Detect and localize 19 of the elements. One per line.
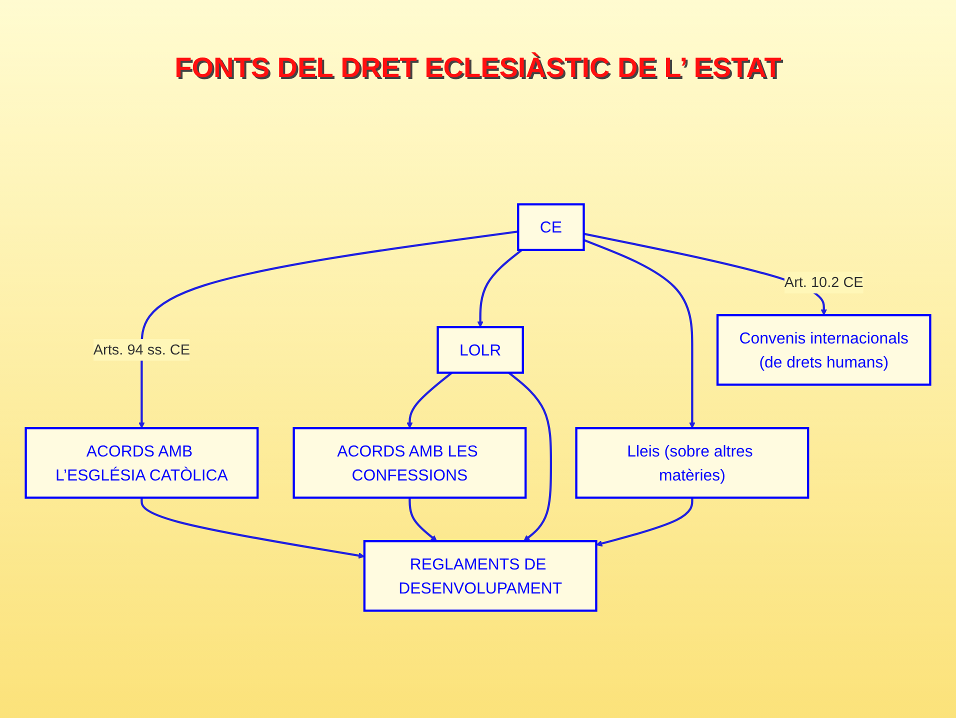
title: FONTS DEL DRET ECLESIÀSTIC DE L’ ESTAT [174, 52, 782, 83]
node-box: Lleis (sobre altres matèries) [575, 427, 810, 499]
node-box: REGLAMENTS DE DESENVOLUPAMENT [363, 540, 598, 612]
arrow [583, 239, 696, 428]
edge-label: Art. 10.2 CE [784, 274, 864, 291]
arrow [477, 249, 523, 328]
node-box: CE [517, 203, 585, 252]
arrow [406, 372, 452, 428]
node-box: ACORDS AMB LES CONFESSIONS [292, 427, 527, 499]
arrow [140, 498, 365, 559]
edge-label: Arts. 94 ss. CE [93, 342, 190, 358]
node-box: ACORDS AMB L’ESGLÉSIA CATÒLICA [24, 427, 259, 499]
node-box: Convenis internacionals (de drets humans) [716, 314, 932, 386]
arrow [508, 372, 552, 542]
node-box: LOLR [436, 326, 524, 374]
arrow [138, 230, 518, 428]
arrow [584, 232, 828, 316]
arrow [408, 498, 438, 542]
arrow [596, 498, 694, 547]
